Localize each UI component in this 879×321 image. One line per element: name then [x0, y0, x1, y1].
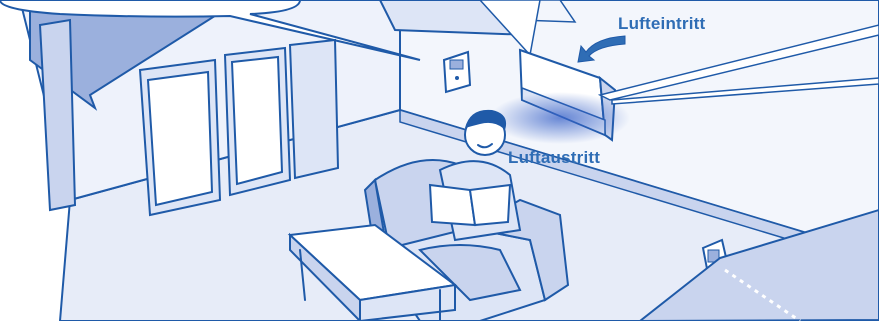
air-inlet-label: Lufteintritt: [618, 14, 705, 34]
wall-pillar: [40, 20, 75, 210]
wall-thermostat-icon: [444, 52, 470, 92]
air-outlet-label: Luftaustritt: [508, 148, 600, 168]
